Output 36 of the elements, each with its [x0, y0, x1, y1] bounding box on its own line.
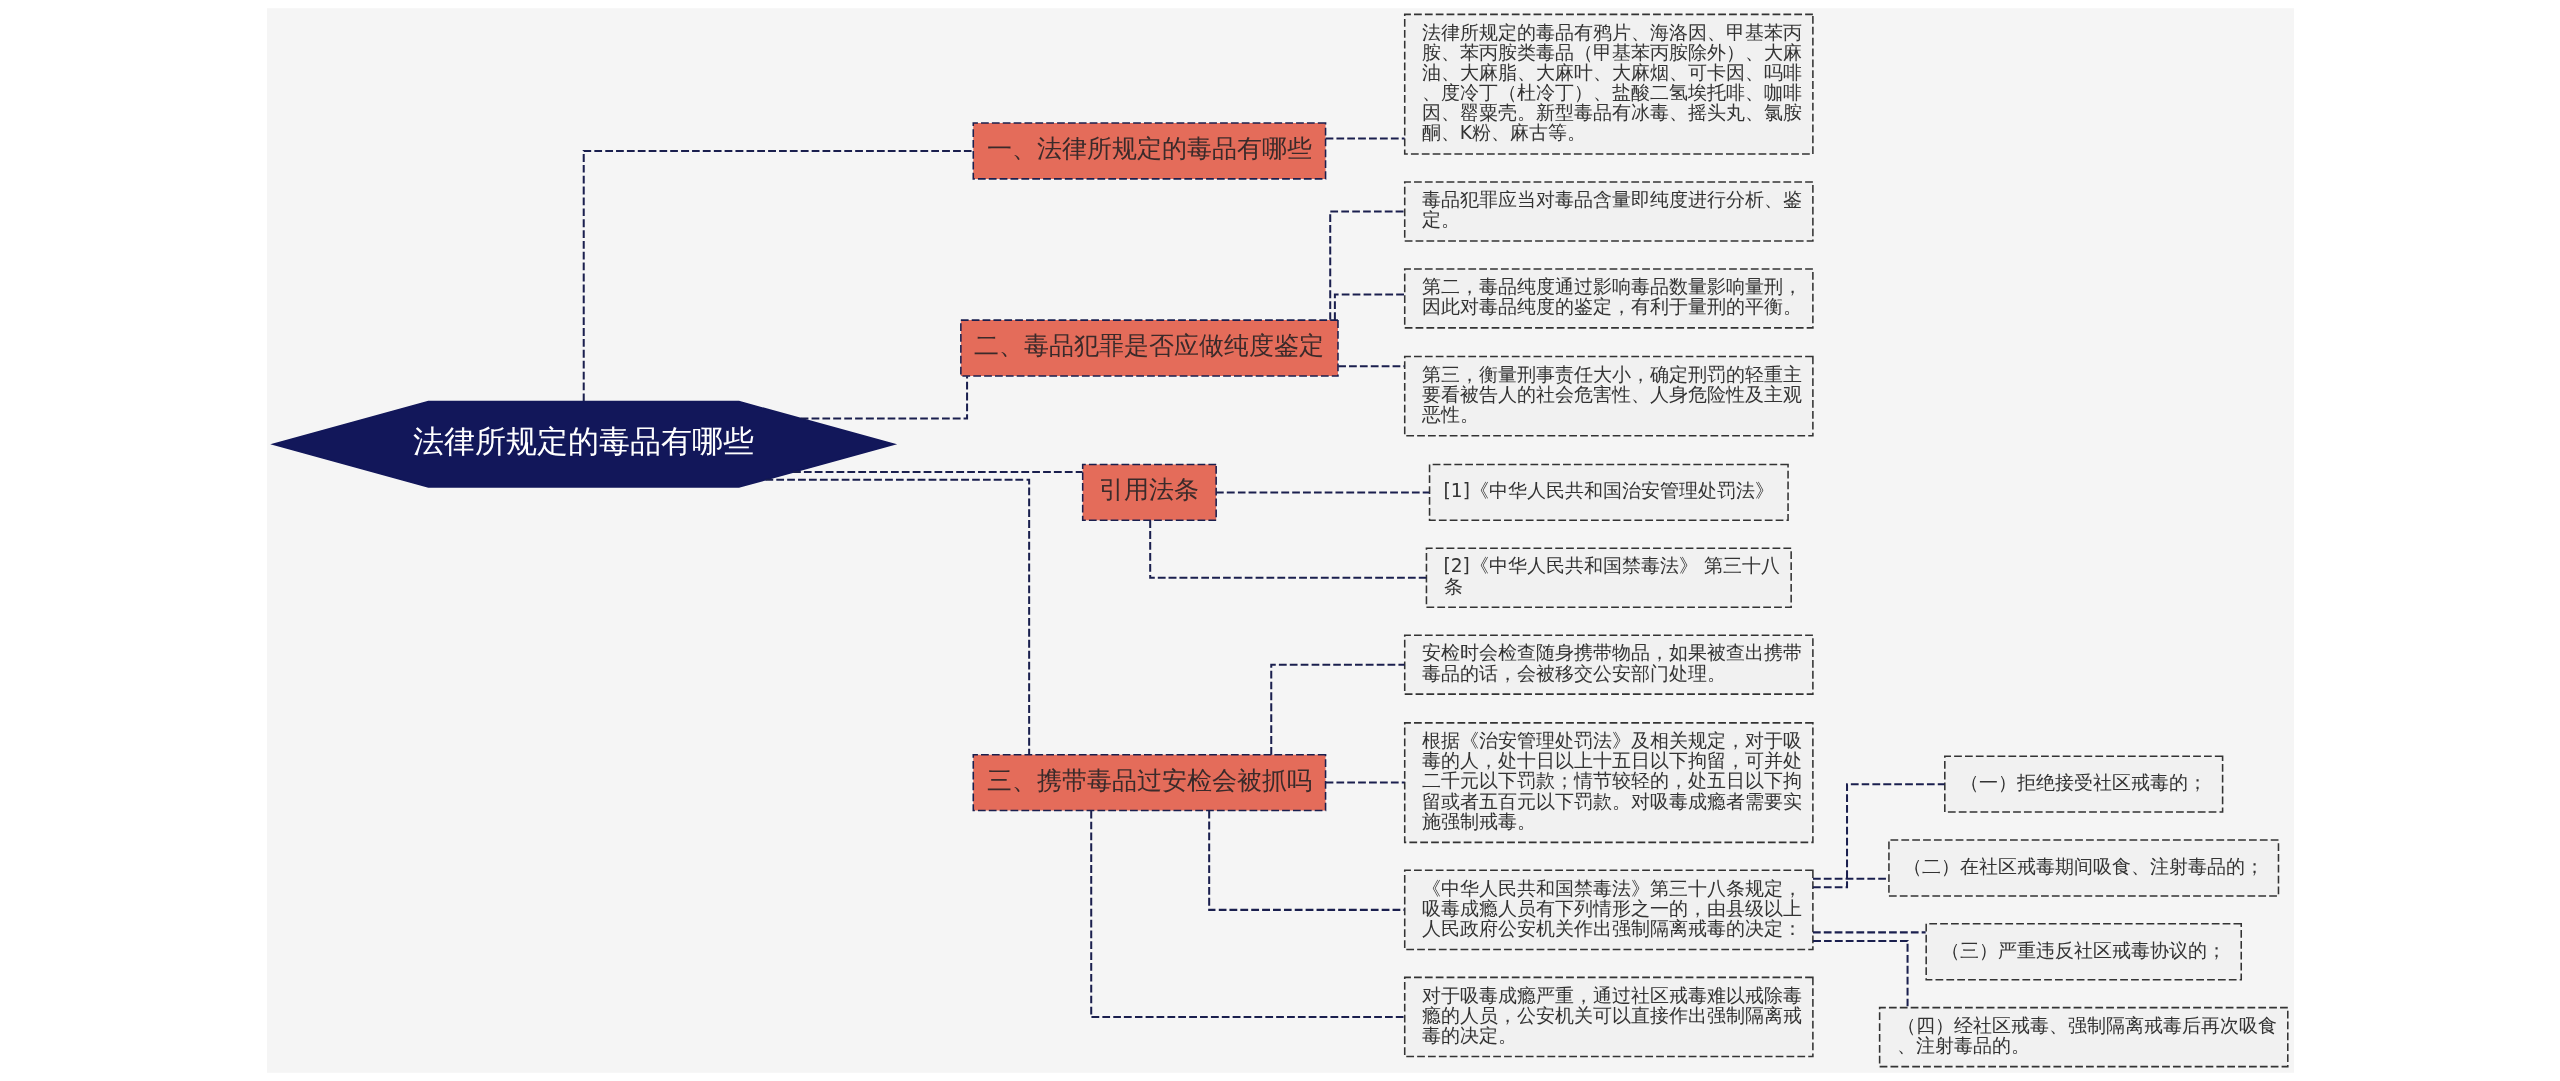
connector	[1337, 365, 1404, 368]
node-box: 二、毒品犯罪是否应做纯度鉴定	[959, 319, 1339, 377]
connector	[1325, 781, 1405, 784]
node-box: 安检时会检查随身携带物品，如果被查出携带毒品的话，会被移交公安部门处理。	[1403, 634, 1814, 695]
connector	[1333, 293, 1405, 321]
connector	[1812, 877, 1889, 880]
connector	[1215, 491, 1429, 494]
connector	[1325, 137, 1405, 140]
connector	[1207, 810, 1404, 911]
connector	[1812, 931, 1926, 934]
connector	[1269, 663, 1405, 755]
connector	[1812, 939, 1909, 1008]
node-box: 对于吸毒成瘾严重，通过社区戒毒难以戒除毒瘾的人员，公安机关可以直接作出强制隔离戒毒的决定。	[1403, 976, 1814, 1058]
connector	[1089, 810, 1404, 1018]
connector	[1328, 210, 1404, 320]
node-box: （二）在社区戒毒期间吸食、注射毒品的；	[1887, 839, 2279, 897]
node-box: [1]《中华人民共和国治安管理处罚法》	[1428, 463, 1789, 522]
node-box: 第二，毒品纯度通过影响毒品数量影响量刑，因此对毒品纯度的鉴定，有利于量刑的平衡。	[1403, 268, 1814, 329]
connector	[582, 149, 973, 401]
node-box: （四）经社区戒毒、强制隔离戒毒后再次吸食、注射毒品的。	[1878, 1006, 2289, 1068]
node-box: 根据《治安管理处罚法》及相关规定，对于吸毒的人，处十日以上十五日以下拘留，可并处二千元以下罚款；情节较轻的，处五日以下拘留或者五百元以下罚款。对吸毒成瘾者需要实施强制戒毒。	[1403, 722, 1814, 844]
node-box: [2]《中华人民共和国禁毒法》 第三十八条	[1425, 547, 1792, 608]
connector	[800, 376, 968, 420]
node-box: （一）拒绝接受社区戒毒的；	[1943, 755, 2223, 813]
node-box: 一、法律所规定的毒品有哪些	[972, 122, 1326, 180]
connector	[1812, 783, 1945, 889]
connector	[792, 471, 1082, 474]
node-box: 法律所规定的毒品有鸦片、海洛因、甲基苯丙胺、苯丙胺类毒品（甲基苯丙胺除外）、大麻油、大麻脂、大麻叶、大麻烟、可卡因、吗啡、度冷丁（杜冷丁）、盐酸二氢埃托啡、咖啡因、罂粟壳。新型毒品有冰毒、摇头丸、氯胺酮、K粉、麻古等。	[1403, 13, 1814, 155]
node-box: （三）严重违反社区戒毒协议的；	[1924, 923, 2242, 981]
node-box: 引用法条	[1081, 463, 1217, 522]
connector	[765, 478, 1030, 755]
node-box: 三、携带毒品过安检会被抓吗	[972, 753, 1326, 812]
node-box: 毒品犯罪应当对毒品含量即纯度进行分析、鉴定。	[1403, 181, 1814, 242]
node-box: 第三，衡量刑事责任大小，确定刑罚的轻重主要看被告人的社会危害性、人身危险性及主观恶性。	[1403, 355, 1814, 437]
connector	[1148, 520, 1426, 579]
node-box: 《中华人民共和国禁毒法》第三十八条规定，吸毒成瘾人员有下列情形之一的，由县级以上人民政府公安机关作出强制隔离戒毒的决定：	[1403, 869, 1814, 951]
